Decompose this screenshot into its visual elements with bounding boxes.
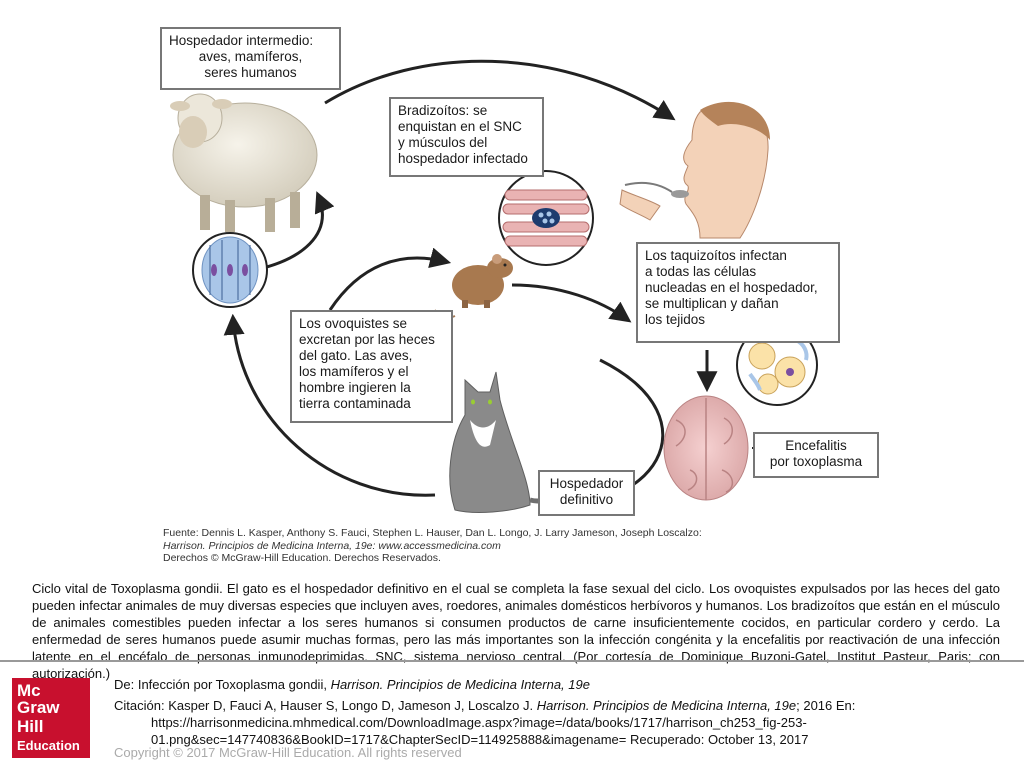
box-encephalitis: Encefalitis por toxoplasma	[753, 432, 879, 478]
box-oocysts-line-1: Los ovoquistes se	[299, 316, 408, 331]
source-line-3: Derechos © McGraw-Hill Education. Derech…	[163, 552, 441, 564]
box-oocysts-line-5: hombre ingieren la	[299, 380, 411, 395]
box-oocysts-line-2: excretan por las heces	[299, 332, 435, 347]
logo-line-3: Hill	[17, 717, 44, 736]
box-bradyzoites: Bradizoítos: se enquistan en el SNC y mú…	[389, 97, 544, 177]
box-tachyzoites-line-3: nucleadas en el hospedador,	[645, 280, 818, 295]
box-encephalitis-line-1: Encefalitis	[785, 438, 847, 453]
citation-prefix: Citación: Kasper D, Fauci A, Hauser S, L…	[114, 698, 537, 713]
box-intermediate-host: Hospedador intermedio: aves, mamíferos, …	[160, 27, 341, 90]
source-line-2: Harrison. Principios de Medicina Interna…	[163, 539, 501, 552]
box-bradyzoites-line-1: Bradizoítos: se	[398, 103, 488, 118]
box-oocysts: Los ovoquistes se excretan por las heces…	[290, 310, 453, 423]
box-tachyzoites: Los taquizoítos infectan a todas las cél…	[636, 242, 840, 343]
life-cycle-diagram	[170, 59, 818, 513]
logo-line-1: Mc	[17, 681, 41, 700]
figure-source: Fuente: Dennis L. Kasper, Anthony S. Fau…	[163, 527, 702, 565]
box-oocysts-line-3: del gato. Las aves,	[299, 348, 413, 363]
box-encephalitis-line-2: por toxoplasma	[769, 454, 863, 469]
box-intermediate-line-3: seres humanos	[204, 65, 297, 80]
citation-title: Harrison. Principios de Medicina Interna…	[536, 698, 797, 713]
box-tachyzoites-line-4: se multiplican y dañan	[645, 296, 779, 311]
citation-de: De: Infección por Toxoplasma gondii, Har…	[114, 676, 855, 693]
arrow-cat-to-sheep	[223, 313, 436, 497]
box-tachyzoites-line-5: los tejidos	[645, 312, 706, 327]
citation-de-prefix: De: Infección por Toxoplasma gondii,	[114, 677, 331, 692]
box-bradyzoites-line-3: y músculos del	[398, 135, 488, 150]
human-illustration	[619, 101, 770, 239]
dividing-cell-icon	[192, 232, 268, 308]
citation-url-line-2[interactable]: 01.png&sec=147740836&BookID=1717&Chapter…	[151, 732, 809, 747]
figure-caption: Ciclo vital de Toxoplasma gondii. El gat…	[32, 581, 1000, 681]
muscle-cyst-icon	[498, 170, 594, 266]
rodent-illustration	[433, 254, 513, 320]
copyright-notice: Copyright © 2017 McGraw-Hill Education. …	[114, 745, 462, 760]
citation-suffix: ; 2016 En:	[796, 698, 856, 713]
citation-block: De: Infección por Toxoplasma gondii, Har…	[114, 676, 855, 748]
cat-illustration	[449, 371, 553, 513]
source-line-1: Fuente: Dennis L. Kasper, Anthony S. Fau…	[163, 527, 702, 539]
logo-line-2: Graw	[17, 698, 60, 717]
sheep-illustration	[170, 93, 318, 232]
arrow-rodent-to-tachyzoites	[511, 283, 632, 323]
citation-url-line-1[interactable]: https://harrisonmedicina.mhmedical.com/D…	[151, 715, 807, 730]
arrow-oocysts-to-rodent	[328, 247, 452, 311]
box-intermediate-line-2: aves, mamíferos,	[198, 49, 303, 64]
box-tachyzoites-line-2: a todas las células	[645, 264, 757, 279]
arrow-sheep-to-human	[324, 59, 676, 121]
box-definitive-line-2: definitivo	[559, 492, 614, 507]
citation-main: Citación: Kasper D, Fauci A, Hauser S, L…	[114, 697, 855, 714]
box-bradyzoites-line-2: enquistan en el SNC	[398, 119, 522, 134]
logo-line-4: Education	[17, 738, 80, 753]
box-definitive-host: Hospedador definitivo	[538, 470, 635, 516]
arrow-oocysts-to-sheep	[254, 191, 335, 272]
citation-de-title: Harrison. Principios de Medicina Interna…	[330, 677, 590, 692]
box-oocysts-line-4: los mamíferos y el	[299, 364, 409, 379]
mcgraw-hill-logo: Mc Graw Hill Education	[12, 678, 90, 758]
box-intermediate-line-1: Hospedador intermedio:	[169, 33, 314, 48]
brain-illustration	[663, 395, 749, 501]
box-definitive-line-1: Hospedador	[549, 476, 624, 491]
box-oocysts-line-6: tierra contaminada	[299, 396, 411, 411]
box-tachyzoites-line-1: Los taquizoítos infectan	[645, 248, 787, 263]
box-bradyzoites-line-4: hospedador infectado	[398, 151, 528, 166]
divider	[0, 660, 1024, 662]
